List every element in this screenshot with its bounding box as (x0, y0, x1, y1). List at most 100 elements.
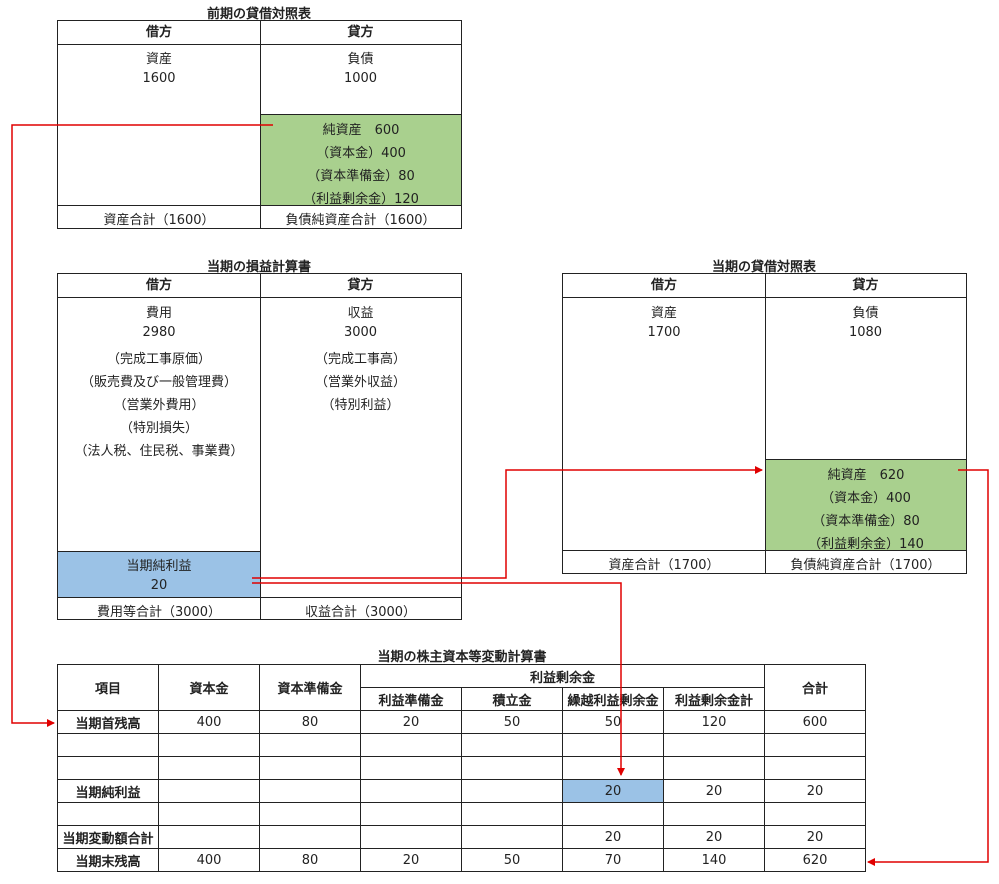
se-cell: 20 (662, 779, 766, 803)
table-row: 当期純利益 20 20 20 (57, 779, 867, 803)
prev-bs-liabilities-label: 負債 (347, 52, 374, 67)
se-cell: 600 (764, 710, 867, 734)
se-header-capital: 資本金 (158, 664, 260, 711)
se-cell (562, 756, 664, 780)
pl-expense-line: 費用 (145, 306, 172, 321)
table-row (57, 733, 867, 757)
se-header-retained-earnings: 利益剰余金 (359, 664, 766, 688)
prev-net-assets-line: （利益剰余金）120 (303, 192, 419, 207)
prev-net-assets-line: （資本金）400 (316, 146, 406, 161)
prev-net-assets-line: （資本準備金）80 (307, 169, 415, 184)
pl-net-income-value: 20 (150, 578, 168, 593)
curr-bs-credit-header: 貸方 (765, 274, 966, 298)
se-cell (57, 802, 159, 826)
se-title: 当期の株主資本等変動計算書 (377, 650, 547, 665)
se-row-label: 当期首残高 (57, 710, 159, 734)
se-cell (461, 825, 563, 849)
pl-debit-header: 借方 (58, 274, 260, 298)
prev-bs-credit-header: 貸方 (260, 21, 461, 45)
curr-bs-assets-label: 資産 (650, 306, 677, 321)
pl-expense-total: 費用等合計（3000） (96, 605, 222, 620)
curr-net-assets-line: （資本金）400 (821, 491, 911, 506)
se-cell (360, 756, 462, 780)
prev-bs-debit-header: 借方 (58, 21, 260, 45)
prev-bs-liabilities-value: 1000 (343, 71, 378, 86)
se-cell (158, 756, 260, 780)
se-subheader: 利益剰余金計 (662, 687, 766, 711)
prev-bs-assets-total: 資産合計（1600） (103, 213, 215, 228)
curr-bs-assets-total: 資産合計（1700） (608, 558, 720, 573)
curr-bs-liabilities-label: 負債 (852, 306, 879, 321)
prev-bs-title: 前期の貸借対照表 (206, 7, 311, 22)
se-cell: 20 (764, 779, 867, 803)
se-cell (360, 733, 462, 757)
se-cell: 400 (158, 848, 260, 872)
curr-bs-liab-net-total: 負債純資産合計（1700） (790, 558, 941, 573)
se-cell: 20 (562, 825, 664, 849)
table-row: 当期首残高 400 80 20 50 50 120 600 (57, 710, 867, 734)
se-cell (662, 802, 766, 826)
pl-credit-header: 貸方 (260, 274, 461, 298)
se-cell (158, 779, 260, 803)
prev-bs-table: 借方 貸方 資産 1600 負債 1000 純資産 600 （資本金）400 （… (57, 20, 462, 229)
se-subheader: 繰越利益剰余金 (562, 687, 664, 711)
curr-bs-assets-value: 1700 (647, 325, 681, 340)
pl-expense-line: （営業外費用） (113, 398, 205, 413)
se-header-capital-reserve: 資本準備金 (259, 664, 361, 711)
pl-expense-line: （完成工事原価） (106, 352, 211, 367)
se-cell (764, 733, 867, 757)
se-cell: 70 (562, 848, 664, 872)
se-row-label: 当期純利益 (57, 779, 159, 803)
pl-table: 借方 貸方 費用 2980 （完成工事原価） （販売費及び一般管理費） （営業外… (57, 273, 462, 620)
se-cell: 80 (259, 710, 361, 734)
se-cell (57, 733, 159, 757)
se-cell (461, 756, 563, 780)
prev-bs-liab-net-total: 負債純資産合計（1600） (285, 213, 436, 228)
curr-bs-debit-header: 借方 (563, 274, 765, 298)
se-cell (158, 733, 260, 757)
se-table: 項目 資本金 資本準備金 利益剰余金 合計 利益準備金 積立金 繰越利益剰余金 … (57, 664, 867, 872)
se-cell: 20 (662, 825, 766, 849)
se-cell: 120 (662, 710, 766, 734)
curr-bs-title: 当期の貸借対照表 (711, 260, 816, 275)
se-cell: 50 (461, 710, 563, 734)
se-cell (764, 802, 867, 826)
se-header-item: 項目 (57, 664, 159, 711)
table-row (57, 802, 867, 826)
pl-revenue-line: （完成工事高） (314, 352, 406, 367)
se-cell: 140 (662, 848, 766, 872)
prev-bs-net-assets: 純資産 600 （資本金）400 （資本準備金）80 （利益剰余金）120 (261, 115, 461, 207)
pl-revenue-line: 3000 (343, 325, 378, 340)
se-cell: 20 (360, 710, 462, 734)
se-cell (461, 733, 563, 757)
prev-net-assets-line: 純資産 600 (322, 123, 400, 138)
curr-bs-net-assets: 純資産 620 （資本金）400 （資本準備金）80 （利益剰余金）140 (766, 460, 966, 552)
se-cell: 400 (158, 710, 260, 734)
pl-expense-line: （販売費及び一般管理費） (80, 375, 237, 390)
se-cell: 50 (562, 710, 664, 734)
table-row (57, 756, 867, 780)
pl-net-income: 当期純利益 20 (58, 552, 260, 597)
se-cell (662, 756, 766, 780)
se-cell (764, 756, 867, 780)
pl-expense-line: （法人税、住民税、事業費） (74, 444, 244, 459)
se-cell (662, 733, 766, 757)
curr-net-assets-line: 純資産 620 (827, 468, 905, 483)
curr-net-assets-line: （資本準備金）80 (812, 514, 920, 529)
se-cell (57, 756, 159, 780)
curr-bs-liabilities-value: 1080 (848, 325, 883, 340)
pl-revenue-total: 収益合計（3000） (304, 605, 417, 620)
se-cell (461, 802, 563, 826)
prev-bs-assets-value: 1600 (142, 71, 176, 86)
se-cell (360, 802, 462, 826)
se-cell: 620 (764, 848, 867, 872)
se-cell (259, 825, 361, 849)
se-subheader: 利益準備金 (360, 687, 462, 711)
se-cell (259, 802, 361, 826)
pl-revenue-line: 収益 (347, 306, 374, 321)
se-cell (562, 733, 664, 757)
se-cell (259, 756, 361, 780)
se-cell (360, 779, 462, 803)
se-subheader: 積立金 (461, 687, 563, 711)
se-row-label: 当期末残高 (57, 848, 159, 872)
